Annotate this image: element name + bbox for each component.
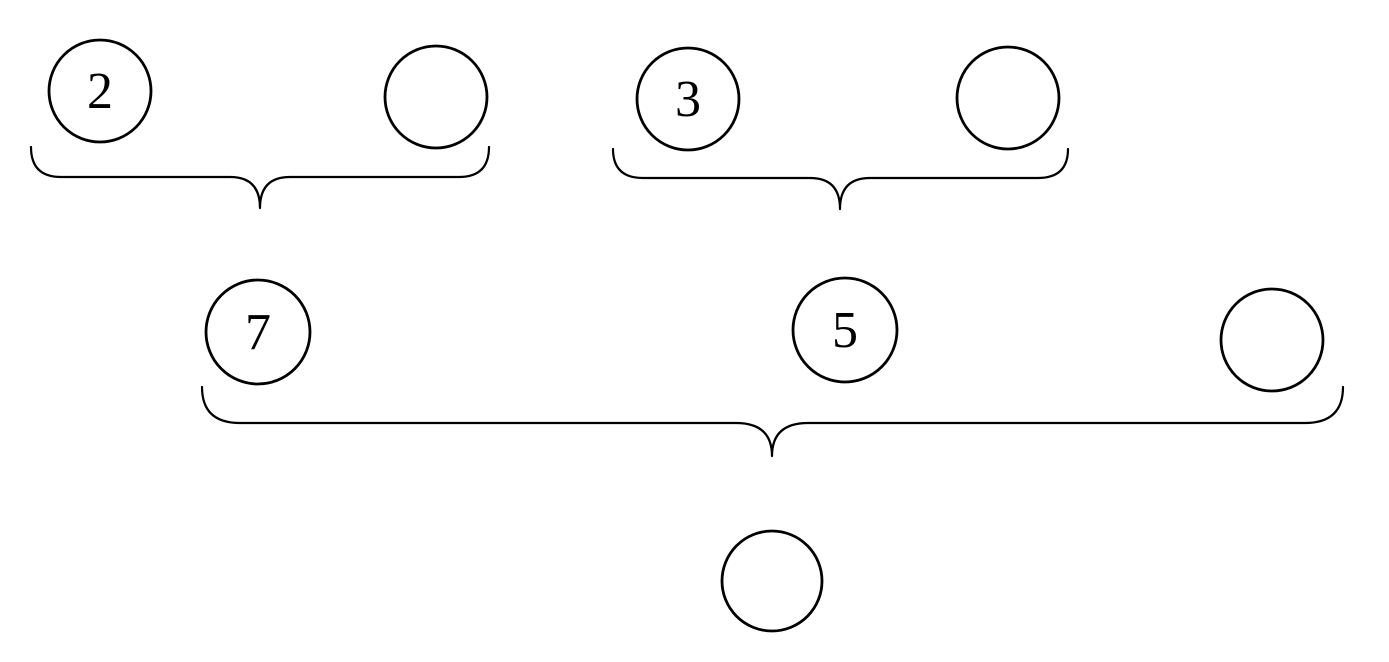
circle-value-7	[204, 278, 312, 386]
node-value-label: 3	[675, 71, 701, 128]
circle-blank[interactable]	[955, 45, 1061, 151]
circle-value-2	[47, 38, 153, 144]
node-middle-left: 7	[204, 278, 312, 386]
circle-blank[interactable]	[383, 44, 489, 150]
circle-value-3	[635, 46, 741, 152]
node-middle-right[interactable]	[1219, 287, 1325, 393]
circle-blank[interactable]	[1219, 287, 1325, 393]
node-bottom-result[interactable]	[720, 529, 824, 633]
node-top-group2-right[interactable]	[955, 45, 1061, 151]
node-value-label: 7	[245, 304, 271, 361]
node-top-group1-left: 2	[47, 38, 153, 144]
node-value-label: 2	[87, 63, 113, 120]
node-value-label: 5	[832, 302, 858, 359]
node-middle-center: 5	[791, 276, 899, 384]
brace-middle	[200, 385, 1345, 458]
circle-blank[interactable]	[720, 529, 824, 633]
node-top-group2-left: 3	[635, 46, 741, 152]
brace-top-left	[29, 145, 491, 210]
circle-value-5	[791, 276, 899, 384]
node-top-group1-right[interactable]	[383, 44, 489, 150]
brace-top-right	[611, 147, 1070, 211]
